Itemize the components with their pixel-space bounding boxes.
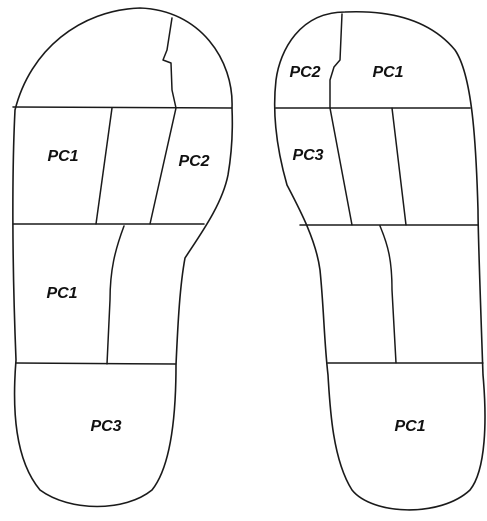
right-divider-v3 [380, 226, 396, 363]
right-label-pc3: PC3 [292, 147, 323, 164]
left-label-pc1-mid: PC1 [46, 285, 77, 302]
left-divider-h1 [13, 107, 232, 108]
right-label-pc2: PC2 [289, 64, 320, 81]
left-divider-v1 [96, 108, 112, 224]
left-sole: PC1 PC2 PC1 PC3 [13, 8, 232, 507]
right-divider-v1 [330, 108, 352, 225]
right-divider-v2 [392, 108, 406, 225]
left-divider-v3 [107, 226, 124, 364]
right-label-pc1-top: PC1 [372, 64, 403, 81]
left-divider-v2 [150, 108, 176, 224]
left-label-pc3: PC3 [90, 418, 121, 435]
left-label-pc2: PC2 [178, 153, 209, 170]
left-divider-toe-step [163, 18, 176, 108]
right-label-pc1-heel: PC1 [394, 418, 425, 435]
right-divider-toe-step [330, 14, 342, 108]
left-label-pc1-top: PC1 [47, 148, 78, 165]
left-divider-h3 [16, 363, 176, 364]
right-sole: PC2 PC1 PC3 PC1 [275, 12, 485, 510]
right-sole-outline [275, 12, 485, 510]
left-sole-outline [13, 8, 232, 507]
